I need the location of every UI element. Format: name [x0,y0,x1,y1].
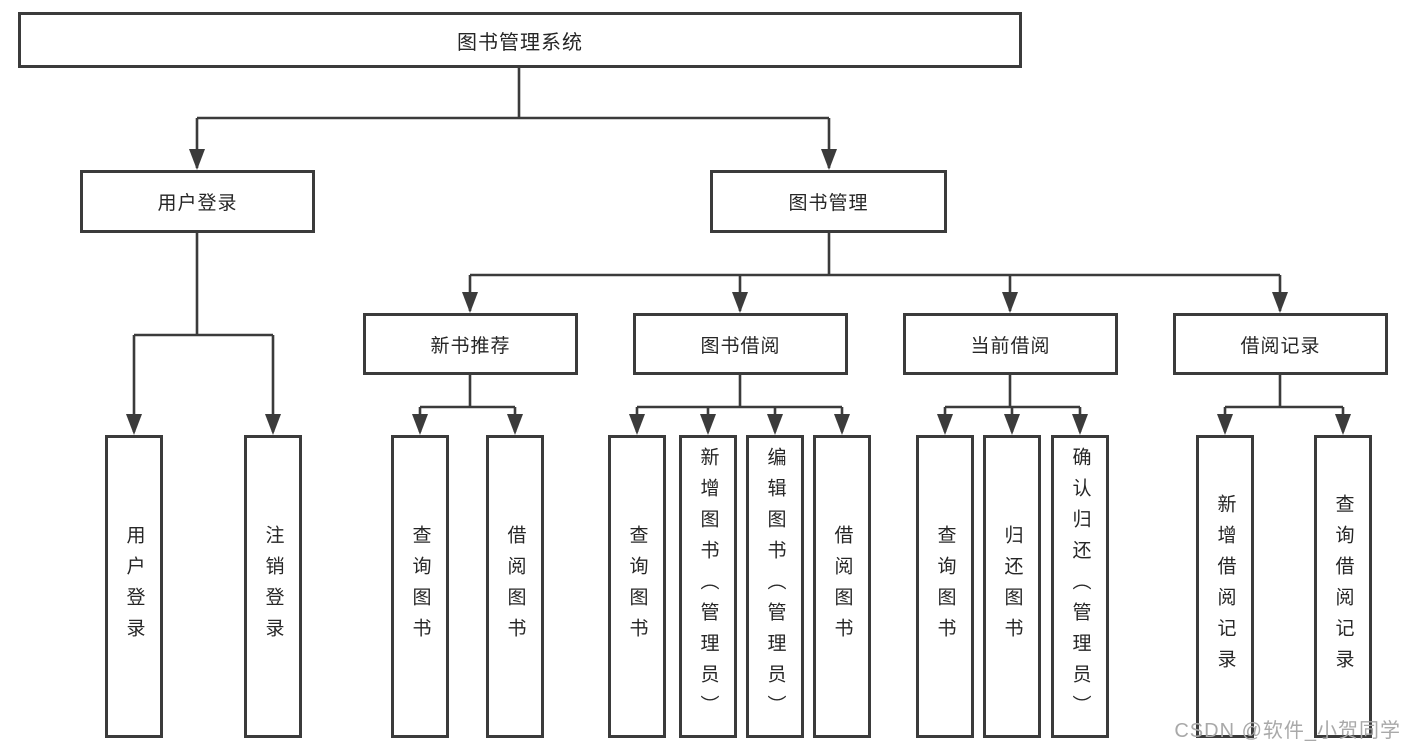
node-borrow-records-label: 借阅记录 [1240,335,1321,357]
leaf-edit-books-admin: 编辑图书（管理员） [746,435,804,738]
leaf-query-books-borrow: 查询图书 [608,435,666,738]
node-new-book-recommend: 新书推荐 [363,313,578,375]
node-current-borrow-label: 当前借阅 [970,335,1051,357]
leaf-return-books: 归还图书 [983,435,1041,738]
node-user-login-label: 用户登录 [157,193,238,214]
node-book-management-label: 图书管理 [788,193,869,214]
leaf-query-borrow-record: 查询借阅记录 [1314,435,1372,738]
node-user-login: 用户登录 [80,170,315,233]
leaf-add-books-admin: 新增图书（管理员） [679,435,737,738]
leaf-query-books-recommend: 查询图书 [391,435,449,738]
node-book-management: 图书管理 [710,170,947,233]
leaf-query-books-current: 查询图书 [916,435,974,738]
leaf-borrow-books: 借阅图书 [813,435,871,738]
leaf-query-books-borrow-label: 查询图书 [626,524,648,649]
leaf-borrow-books-recommend: 借阅图书 [486,435,544,738]
node-borrow-records: 借阅记录 [1173,313,1388,375]
leaf-edit-books-admin-label: 编辑图书（管理员） [764,447,786,726]
node-book-borrow: 图书借阅 [633,313,848,375]
leaf-add-borrow-record: 新增借阅记录 [1196,435,1254,738]
leaf-query-books-current-label: 查询图书 [934,524,956,649]
csdn-watermark: CSDN @软件_小贺同学 [1174,720,1401,742]
leaf-logout-label: 注销登录 [262,524,284,649]
arrowheads-group [126,149,1351,435]
leaf-return-books-label: 归还图书 [1001,524,1023,649]
leaf-confirm-return-admin: 确认归还（管理员） [1051,435,1109,738]
leaf-confirm-return-admin-label: 确认归还（管理员） [1069,447,1091,726]
connector-lines-group [132,68,1345,432]
leaf-query-books-recommend-label: 查询图书 [409,524,431,649]
node-book-borrow-label: 图书借阅 [700,335,781,357]
node-current-borrow: 当前借阅 [903,313,1118,375]
node-new-book-recommend-label: 新书推荐 [430,335,511,357]
leaf-add-borrow-record-label: 新增借阅记录 [1214,493,1236,680]
leaf-borrow-books-label: 借阅图书 [831,524,853,649]
leaf-query-borrow-record-label: 查询借阅记录 [1332,493,1354,680]
leaf-add-books-admin-label: 新增图书（管理员） [697,447,719,726]
node-root: 图书管理系统 [18,12,1022,68]
leaf-user-login: 用户登录 [105,435,163,738]
node-root-label: 图书管理系统 [457,31,583,54]
leaf-logout: 注销登录 [244,435,302,738]
leaf-user-login-label: 用户登录 [123,524,145,649]
leaf-borrow-books-recommend-label: 借阅图书 [504,524,526,649]
